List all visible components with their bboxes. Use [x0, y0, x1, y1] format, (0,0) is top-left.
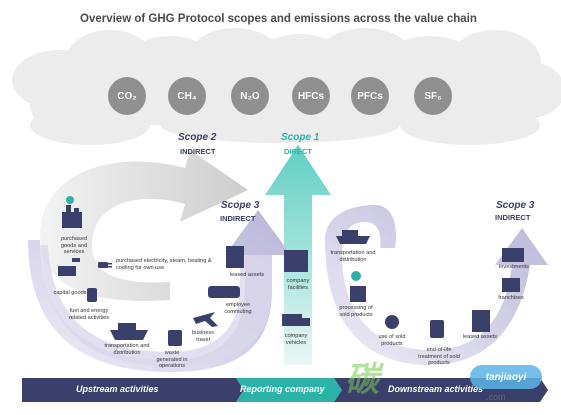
label-waste: waste generated in operations — [156, 350, 188, 370]
watermark-domain: .com — [486, 392, 506, 402]
gas-ch4: CH₄ — [168, 77, 206, 115]
label-transport-downstream: transportation and distribution — [330, 250, 376, 263]
waste-bin-icon — [168, 330, 182, 346]
truck-icon — [282, 314, 310, 326]
lightbulb-icon — [385, 315, 399, 329]
diagram-title: Overview of GHG Protocol scopes and emis… — [80, 13, 477, 25]
bar-downstream: Downstream activities — [388, 384, 484, 394]
facility-icon — [284, 250, 308, 272]
store-icon — [502, 278, 520, 292]
gas-hfcs: HFCs — [292, 77, 330, 115]
watermark-logo: 碳 — [345, 361, 379, 399]
factory-icon — [62, 205, 82, 228]
label-franchises: franchises — [498, 295, 524, 301]
scope2-subtitle: INDIRECT — [180, 147, 216, 156]
plane-icon — [193, 312, 218, 327]
scope2-title: Scope 2 — [178, 132, 217, 143]
ship-icon-downstream — [336, 236, 370, 244]
scope3-downstream-arrow — [325, 205, 548, 365]
label-business-travel: business travel — [191, 330, 215, 343]
building-icon — [226, 246, 244, 268]
investment-icon — [502, 248, 524, 262]
scope1-title: Scope 1 — [281, 132, 320, 143]
label-purchased-electricity: purchased electricity, steam, heating & … — [116, 258, 212, 271]
bar-upstream: Upstream activities — [76, 384, 159, 394]
label-employee-commuting: employee commuting — [224, 302, 252, 315]
label-investments: investments — [499, 264, 529, 270]
excavator-icon — [58, 258, 80, 276]
label-capital-goods: capital goods — [53, 290, 87, 296]
processing-factory-icon — [350, 286, 366, 302]
scope3-downstream-title: Scope 3 — [496, 200, 535, 211]
label-use-of-sold-products: use of sold products — [378, 334, 406, 347]
recycle-icon — [430, 320, 444, 338]
cloud-band — [12, 28, 561, 145]
scope1-subtitle: DIRECT — [284, 147, 312, 156]
gas-co2: CO₂ — [108, 77, 146, 115]
scope3-upstream-subtitle: INDIRECT — [220, 214, 256, 223]
bar-reporting-company: Reporting company — [240, 384, 325, 394]
ship-icon — [110, 330, 148, 340]
barrel-icon — [87, 288, 97, 302]
gas-pfcs: PFCs — [351, 77, 389, 115]
label-purchased-goods: purchased goods and services — [60, 236, 88, 256]
watermark-badge: tanjiaoyi — [470, 365, 542, 389]
leased-building-icon — [472, 310, 490, 332]
label-leased-assets-downstream: leased assets — [462, 334, 498, 340]
scope3-upstream-arrow — [28, 210, 291, 372]
label-end-of-life: end-of-life treatment of sold products — [418, 347, 460, 367]
label-transport-upstream: transportation and distribution — [104, 343, 150, 356]
label-processing: processing of sold products — [339, 305, 373, 318]
scope2-arrow — [40, 150, 248, 301]
scope3-upstream-title: Scope 3 — [221, 200, 260, 211]
gas-n2o: N₂O — [231, 77, 269, 115]
label-leased-assets-upstream: leased assets — [229, 272, 265, 278]
smoke-icon — [66, 196, 74, 204]
plug-icon — [98, 262, 112, 268]
train-icon — [208, 286, 240, 298]
label-company-facilities: company facilities — [286, 278, 310, 291]
scope3-upstream-band — [40, 245, 272, 366]
label-company-vehicles: company vehicles — [284, 333, 308, 346]
label-fuel-energy: fuel and energy related activities — [68, 308, 110, 321]
scope3-downstream-subtitle: INDIRECT — [495, 213, 531, 222]
gas-sf6: SF₆ — [414, 77, 452, 115]
